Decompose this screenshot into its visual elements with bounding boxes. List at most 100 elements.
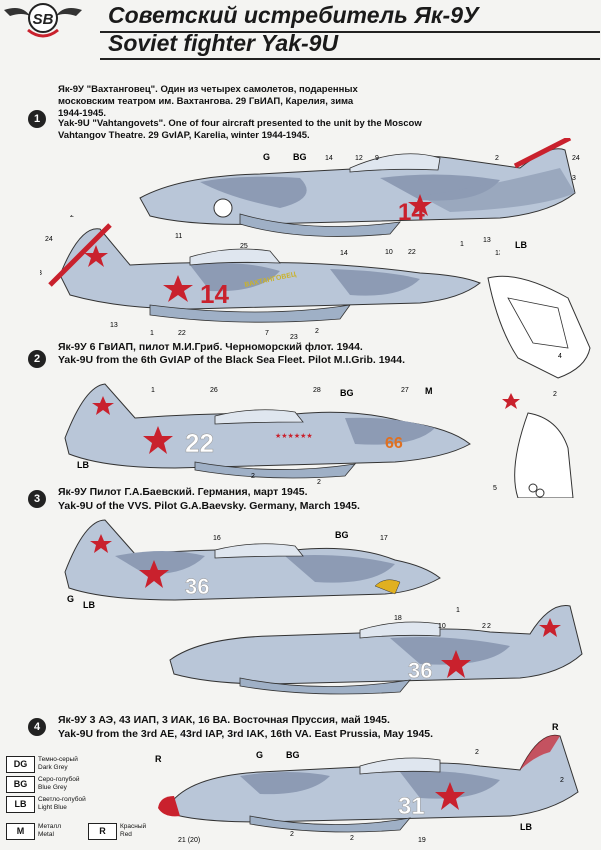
- profile-3-caption-en: Yak-9U of the VVS. Pilot G.A.Baevsky. Ge…: [58, 500, 360, 512]
- profile-2-caption-en: Yak-9U from the 6th GvIAP of the Black S…: [58, 354, 405, 366]
- svg-text:2: 2: [560, 777, 564, 784]
- svg-text:2: 2: [350, 835, 354, 842]
- svg-text:BG: BG: [335, 530, 349, 540]
- svg-text:36: 36: [408, 658, 432, 683]
- profile-3-tail-code: 36: [185, 574, 209, 599]
- svg-text:G: G: [67, 594, 74, 604]
- svg-text:24: 24: [572, 155, 580, 162]
- title-english: Soviet fighter Yak-9U: [108, 30, 339, 56]
- svg-text:7: 7: [265, 330, 269, 337]
- svg-text:M: M: [425, 386, 433, 396]
- profile-2-caption-ru: Як-9У 6 ГвИАП, пилот М.И.Гриб. Черноморс…: [58, 341, 363, 353]
- svg-text:13: 13: [495, 250, 500, 257]
- svg-text:BG: BG: [286, 750, 300, 760]
- svg-text:13: 13: [110, 322, 118, 329]
- top-view-wing-tail: 4 2 5: [487, 275, 591, 498]
- profile-4-caption-en: Yak-9U from the 3rd AE, 43rd IAP, 3rd IA…: [58, 728, 434, 740]
- svg-text:21 (20): 21 (20): [178, 837, 200, 844]
- svg-text:BG: BG: [340, 388, 354, 398]
- profile-4-tail-code: 31: [398, 793, 425, 820]
- legend-code-r: R: [88, 823, 117, 840]
- svg-text:22: 22: [408, 249, 416, 256]
- profile-4-view: 31 R R G BG LB 2 2 2 21 (20) 19 2: [155, 722, 579, 844]
- profile-1-number: 1: [28, 110, 46, 128]
- svg-text:14: 14: [200, 279, 229, 309]
- svg-text:R: R: [552, 722, 559, 732]
- svg-text:19: 19: [418, 837, 426, 844]
- svg-text:1: 1: [460, 241, 464, 248]
- svg-text:G: G: [256, 750, 263, 760]
- svg-text:R: R: [155, 754, 162, 764]
- profile-4-caption-ru: Як-9У 3 АЭ, 43 ИАП, 3 ИАК, 16 ВА. Восточ…: [58, 714, 390, 726]
- svg-text:2: 2: [315, 328, 319, 335]
- svg-text:LB: LB: [83, 600, 95, 610]
- profile-1-caption-ru: Як-9У "Вахтанговец". Один из четырех сам…: [58, 84, 358, 119]
- legend-code-m: M: [6, 823, 35, 840]
- svg-text:LB: LB: [77, 460, 89, 470]
- svg-text:17: 17: [380, 535, 388, 542]
- svg-text:2: 2: [251, 473, 255, 480]
- svg-text:2: 2: [70, 215, 74, 219]
- svg-text:3: 3: [40, 270, 42, 277]
- svg-text:24: 24: [45, 236, 53, 243]
- svg-text:1: 1: [150, 330, 154, 337]
- svg-text:SB: SB: [33, 11, 54, 28]
- profile-3-port-view: 36 G LB BG 16 17: [64, 519, 441, 610]
- profile-2-view: 22 66 ★★★★★★ LB BG M 1 26 28 27 2 2: [64, 383, 471, 486]
- profile-3-number: 3: [28, 490, 46, 508]
- svg-text:2: 2: [475, 749, 479, 756]
- svg-text:28: 28: [313, 387, 321, 394]
- svg-text:11: 11: [175, 233, 182, 240]
- svg-text:2: 2: [487, 623, 491, 630]
- svg-text:BG: BG: [293, 152, 307, 162]
- svg-text:2: 2: [495, 155, 499, 162]
- svg-text:25: 25: [240, 243, 248, 250]
- profile-1-starboard-view: 14 G BG LB 14 12 9 2 24 3 11 25 10 22 1 …: [139, 138, 580, 256]
- svg-text:1: 1: [456, 607, 460, 614]
- svg-text:2: 2: [290, 831, 294, 838]
- svg-text:4: 4: [558, 353, 562, 360]
- svg-text:12: 12: [355, 155, 363, 162]
- svg-text:5: 5: [493, 485, 497, 492]
- title-underline: [100, 31, 600, 33]
- svg-text:22: 22: [178, 330, 186, 337]
- profile-3-caption-ru: Як-9У Пилот Г.А.Баевский. Германия, март…: [58, 486, 308, 498]
- svg-text:★★★★★★: ★★★★★★: [275, 432, 313, 440]
- svg-text:LB: LB: [520, 822, 532, 832]
- profile-1-port-view: 14 ВАХТАНГОВЕЦ 24 3 2 13 1 22 7 23 2 14 …: [40, 215, 500, 341]
- svg-text:1: 1: [151, 387, 155, 394]
- title-russian: Советский истребитель Як-9У: [108, 2, 479, 28]
- svg-text:27: 27: [401, 387, 409, 394]
- svg-text:23: 23: [290, 334, 298, 341]
- svg-text:13: 13: [483, 237, 491, 244]
- svg-text:14: 14: [340, 250, 348, 257]
- svg-text:16: 16: [213, 535, 221, 542]
- legend-code-bg: BG: [6, 776, 35, 793]
- svg-text:9: 9: [375, 155, 379, 162]
- title-underline: [100, 58, 600, 60]
- profile-3-starboard-view: 36 18 10 1 2 2: [169, 605, 583, 695]
- profile-1-tail-code: 14: [398, 199, 425, 226]
- svg-text:2: 2: [553, 391, 557, 398]
- svg-text:2: 2: [317, 479, 321, 486]
- svg-text:LB: LB: [515, 240, 527, 250]
- svg-text:2: 2: [482, 623, 486, 630]
- legend-code-lb: LB: [6, 796, 35, 813]
- svg-text:10: 10: [438, 623, 446, 630]
- profile-2-tail-code: 22: [185, 428, 214, 458]
- svg-text:18: 18: [394, 615, 402, 622]
- svg-text:26: 26: [210, 387, 218, 394]
- svg-text:14: 14: [325, 155, 333, 162]
- scale-birds-logo: SB: [2, 2, 84, 42]
- svg-text:G: G: [263, 152, 270, 162]
- profile-2-nose-code: 66: [385, 435, 403, 452]
- profile-2-number: 2: [28, 350, 46, 368]
- svg-text:10: 10: [385, 249, 393, 256]
- legend-code-dg: DG: [6, 756, 35, 773]
- svg-text:3: 3: [572, 175, 576, 182]
